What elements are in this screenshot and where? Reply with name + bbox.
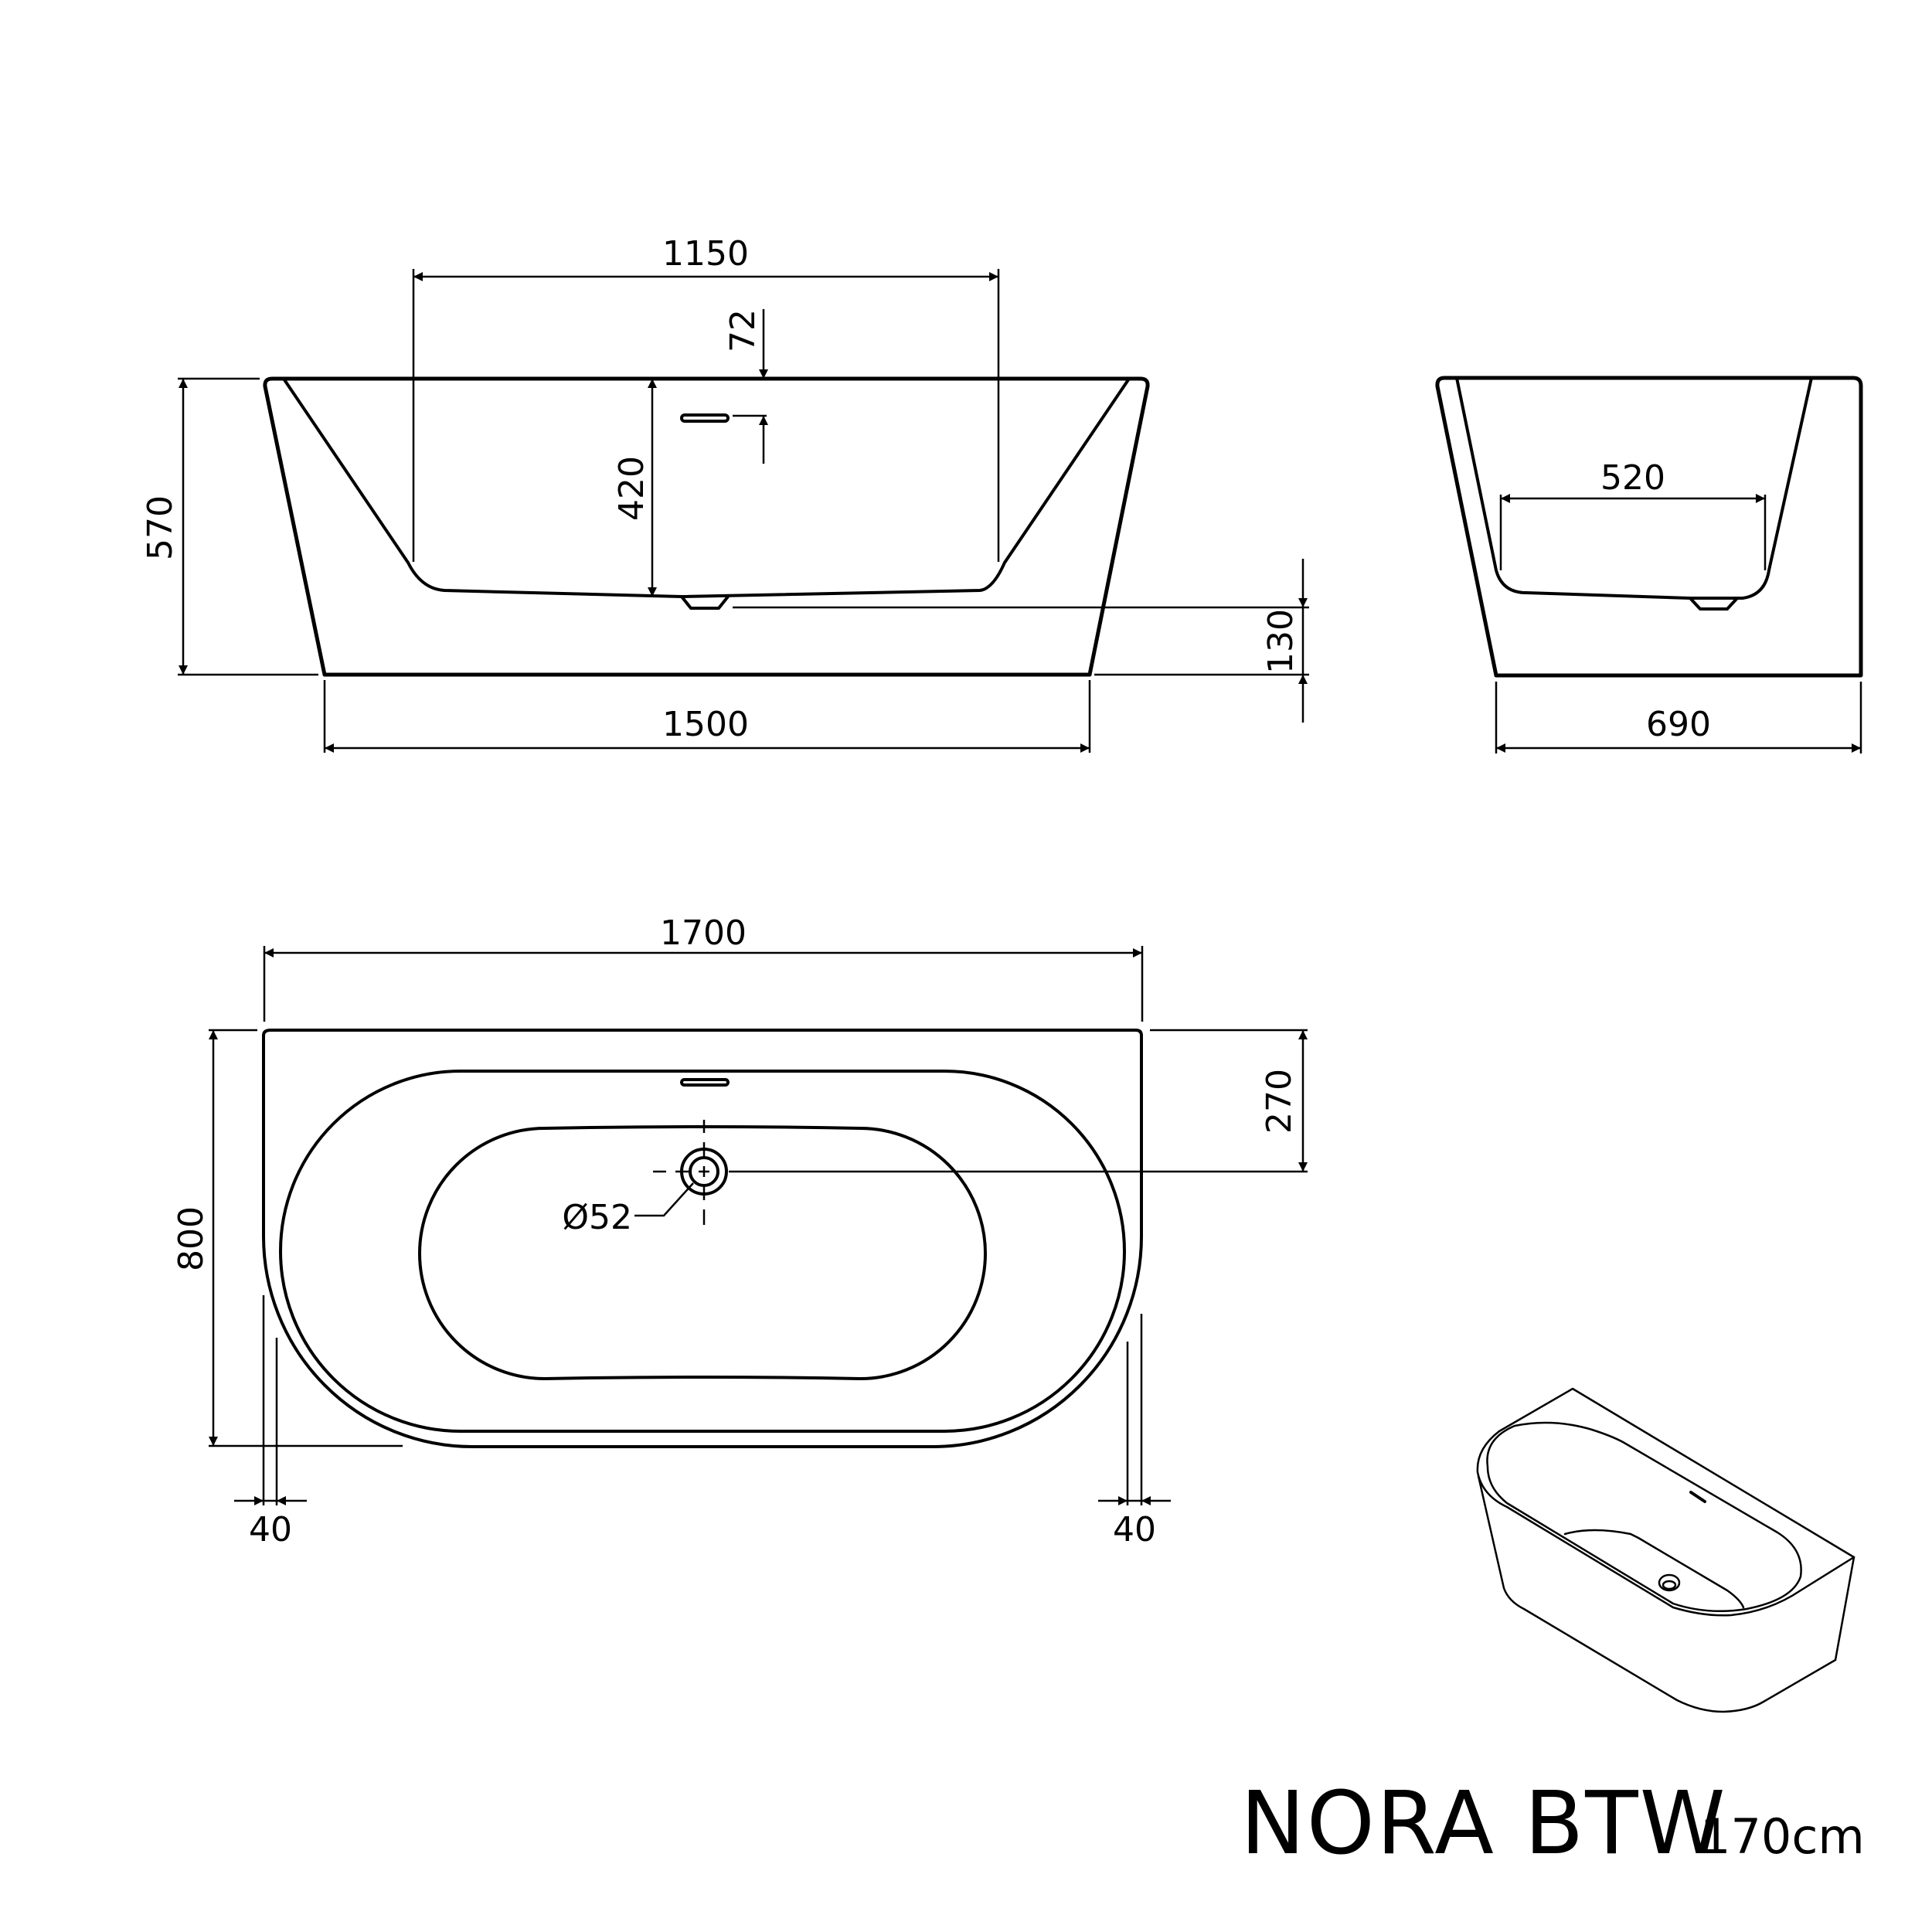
dim-1700-label: 1700 xyxy=(660,913,747,953)
dim-130-label: 130 xyxy=(1261,609,1301,674)
front-outer-outline xyxy=(263,376,1150,677)
front-overflow-slot xyxy=(680,413,730,423)
iso-right-side xyxy=(1834,1556,1855,1662)
dim-72-label: 72 xyxy=(723,309,763,352)
top-view: Ø52 1700 800 270 40 40 xyxy=(172,913,1308,1549)
plan-inner-basin xyxy=(418,1125,987,1380)
dim-800-label: 800 xyxy=(172,1206,211,1271)
iso-left-side xyxy=(1477,1475,1837,1713)
dim-1150-label: 1150 xyxy=(662,234,749,274)
side-drain-foot xyxy=(1689,597,1739,611)
dim-270-label: 270 xyxy=(1260,1069,1299,1134)
dim-420-label: 420 xyxy=(612,456,651,521)
dim-520-label: 520 xyxy=(1600,458,1665,498)
product-name: NORA BTW xyxy=(1240,1774,1726,1874)
iso-overflow-slot xyxy=(1689,1491,1706,1503)
dim-diameter-label: Ø52 xyxy=(562,1198,632,1237)
dim-1500-label: 1500 xyxy=(662,705,749,744)
dim-40-left-label: 40 xyxy=(249,1510,292,1549)
front-drain-foot xyxy=(680,595,730,610)
dim-570-label: 570 xyxy=(141,495,180,560)
product-size: 170cm xyxy=(1700,1808,1865,1865)
iso-drain-inner xyxy=(1662,1580,1677,1590)
iso-top-back-edge xyxy=(1498,1387,1855,1559)
drain-icon xyxy=(653,1120,728,1225)
iso-drain-outer xyxy=(1658,1573,1681,1592)
dim-diameter-leader xyxy=(634,1182,694,1217)
side-outer-outline xyxy=(1435,376,1863,678)
iso-basin-floor xyxy=(1563,1529,1745,1609)
title-block: NORA BTW 170cm xyxy=(1240,1774,1865,1874)
isometric-view xyxy=(1476,1387,1855,1713)
dim-40-right-label: 40 xyxy=(1113,1510,1156,1549)
plan-overflow-slot xyxy=(680,1078,730,1087)
plan-rim-oval xyxy=(279,1070,1126,1433)
side-view: 520 690 xyxy=(1435,376,1863,753)
iso-inner-rim xyxy=(1486,1421,1802,1612)
iso-outer-rim xyxy=(1476,1430,1855,1617)
front-view: 1150 72 420 570 130 1500 xyxy=(141,234,1309,753)
front-inner-basin xyxy=(282,377,1131,598)
dim-690-label: 690 xyxy=(1646,705,1711,744)
plan-outer-outline xyxy=(262,1029,1143,1448)
